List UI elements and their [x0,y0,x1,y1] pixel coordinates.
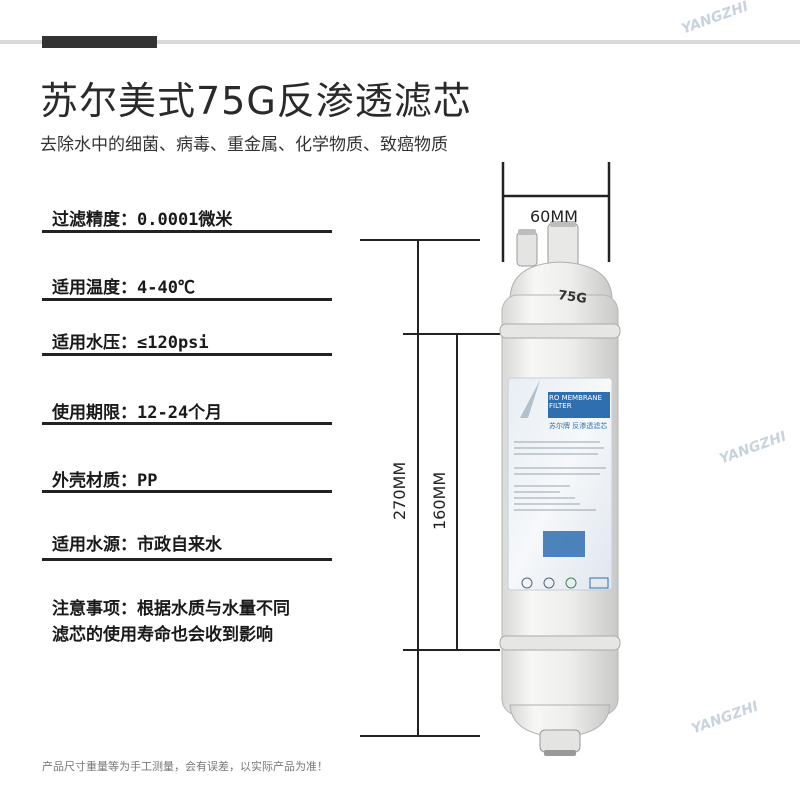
spec-temperature: 适用温度：4-40℃ [52,278,195,298]
spec-water-source: 适用水源：市政自来水 [52,535,222,555]
spec-lifetime: 使用期限：12-24个月 [52,403,223,423]
spec-underline [42,422,332,425]
label-brand: 苏尔牌 反渗透滤芯 [549,422,608,430]
page-subtitle: 去除水中的细菌、病毒、重金属、化学物质、致癌物质 [40,135,448,155]
spec-material: 外壳材质：PP [52,471,158,491]
spec-underline [42,353,332,356]
footer-disclaimer: 产品尺寸重量等为手工测量，会有误差，以实际产品为准！ [42,760,328,773]
filter-cartridge [499,221,621,756]
width-dimension [501,162,611,262]
usage-note-line-1: 注意事项：根据水质与水量不同 [52,599,290,619]
spec-pressure: 适用水压：≤120psi [52,333,209,353]
width-label: 60MM [530,207,578,226]
spec-underline [42,490,332,493]
spec-underline [42,558,332,561]
spec-precision: 过滤精度：0.0001微米 [52,210,233,230]
label-height-dimension [403,333,500,651]
top-divider-accent [42,36,157,48]
usage-note: 注意事项：根据水质与水量不同 滤芯的使用寿命也会收到影响 [52,596,290,648]
label-height-label: 160MM [430,471,449,530]
top-divider [0,40,800,44]
spec-underline [42,230,332,233]
usage-note-line-2: 滤芯的使用寿命也会收到影响 [52,625,273,645]
label-title: RO MEMBRANE FILTER [549,394,602,410]
total-height-label: 270MM [390,461,409,520]
total-height-dimension [360,239,480,737]
page-title: 苏尔美式75G反渗透滤芯 [40,79,472,123]
spec-underline [42,298,332,301]
